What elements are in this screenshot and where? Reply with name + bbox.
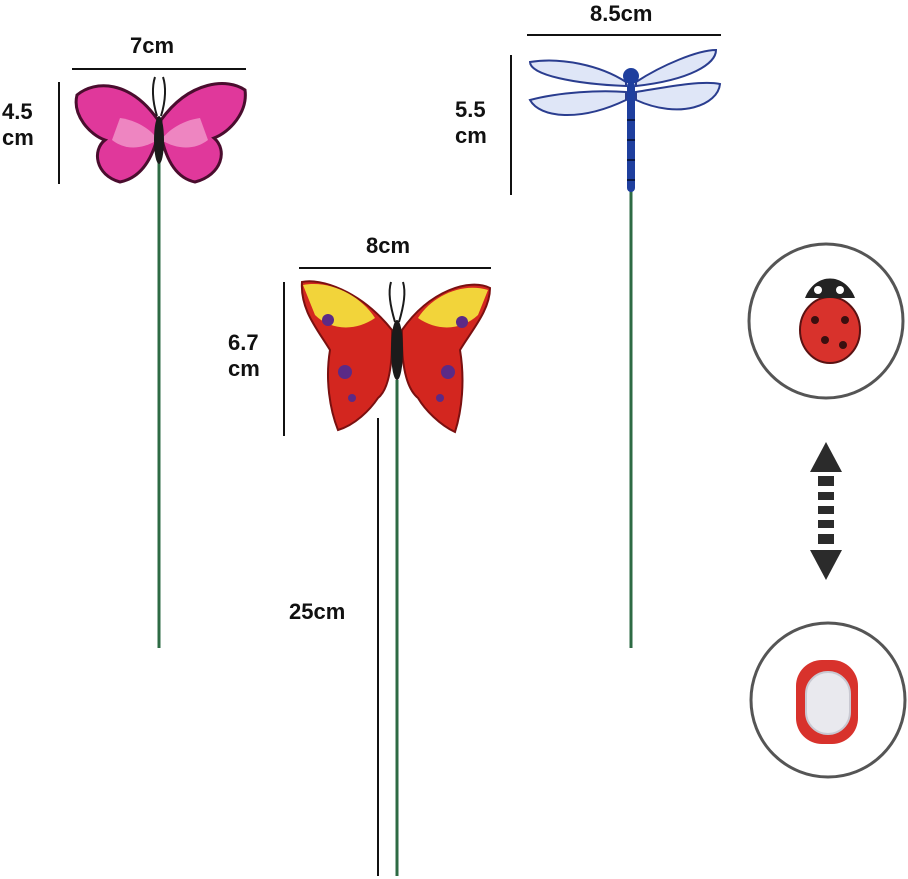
red-butterfly-width-label: 8cm — [366, 233, 411, 258]
red-butterfly-height-label-unit: cm — [228, 356, 260, 381]
ladybug-back-view — [749, 621, 907, 779]
double-arrow-icon — [810, 442, 842, 580]
pink-butterfly-height-line — [58, 82, 60, 184]
red-butterfly-width-line — [299, 267, 491, 269]
dragonfly-height-label-value: 5.5 — [455, 97, 486, 122]
red-butterfly — [300, 280, 492, 434]
red-butterfly-height-line — [283, 282, 285, 436]
pink-butterfly-width-label: 7cm — [130, 33, 175, 58]
stake-length-line — [377, 418, 379, 876]
ladybug-front-view — [747, 242, 905, 400]
stake-length-label: 25cm — [289, 599, 346, 624]
pink-butterfly-width-line — [72, 68, 246, 70]
dragonfly-height-line — [510, 55, 512, 195]
pink-butterfly-height-label-unit: cm — [2, 125, 34, 150]
pink-butterfly-height-label-value: 4.5 — [2, 99, 33, 124]
dragonfly-width-label: 8.5cm — [590, 1, 653, 26]
red-butterfly-height-label-value: 6.7 — [228, 330, 259, 355]
pink-butterfly — [74, 76, 247, 184]
dragonfly-height-label-unit: cm — [455, 123, 487, 148]
dragonfly-width-line — [527, 34, 721, 36]
dragonfly — [528, 48, 722, 192]
